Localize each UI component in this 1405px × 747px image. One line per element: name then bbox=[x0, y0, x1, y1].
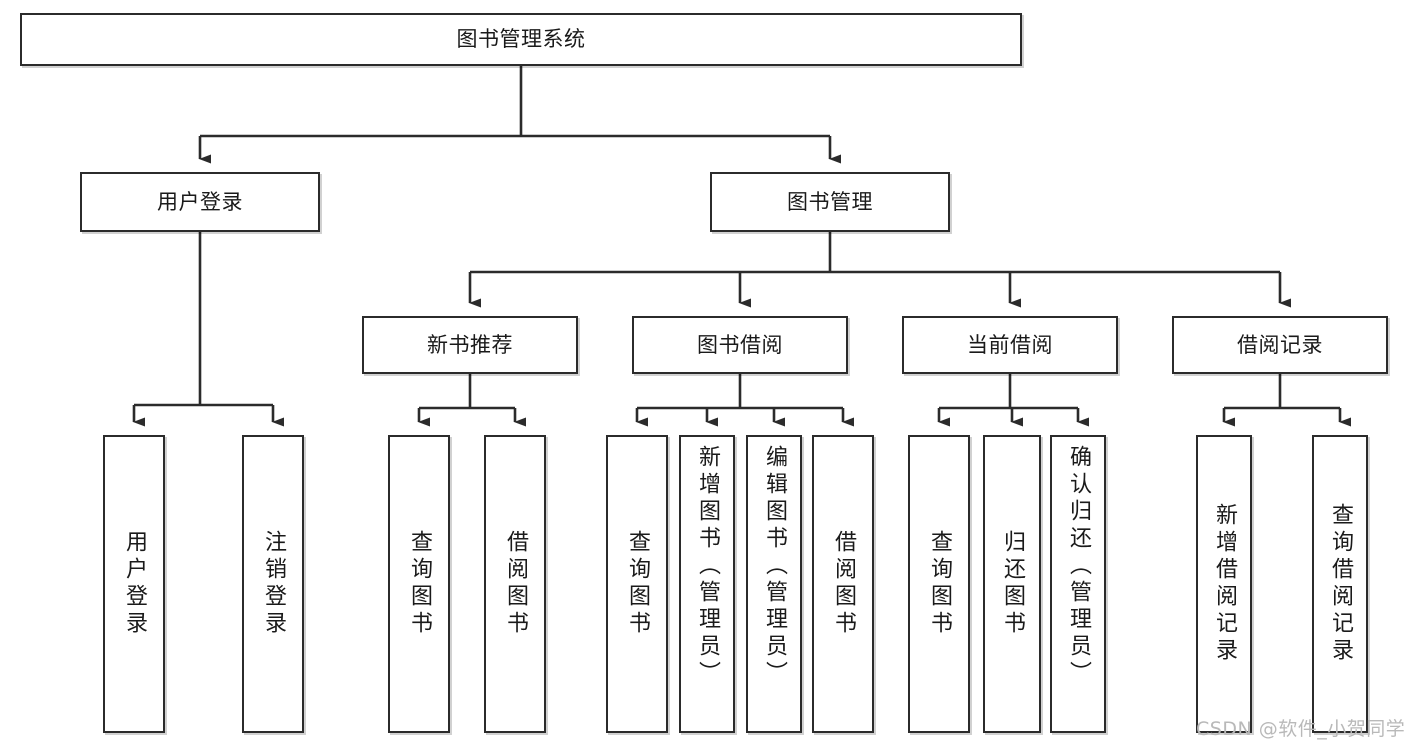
node-leaf-query-book-2[interactable]: 查询图书 bbox=[606, 435, 668, 733]
node-leaf-confirm-return-admin[interactable]: 确认归还（管理员） bbox=[1050, 435, 1106, 733]
node-label: 借阅图书 bbox=[831, 530, 856, 638]
node-label: 新书推荐 bbox=[427, 332, 513, 357]
node-leaf-query-book-3[interactable]: 查询图书 bbox=[908, 435, 970, 733]
node-leaf-edit-book-admin[interactable]: 编辑图书（管理员） bbox=[746, 435, 802, 733]
node-leaf-borrow-book-2[interactable]: 借阅图书 bbox=[812, 435, 874, 733]
node-label: 新增借阅记录 bbox=[1212, 503, 1237, 665]
node-label: 查询图书 bbox=[625, 530, 650, 638]
node-label: 图书管理 bbox=[787, 189, 873, 214]
node-label: 归还图书 bbox=[1000, 530, 1025, 638]
node-label: 用户登录 bbox=[122, 530, 147, 638]
node-borrow-record[interactable]: 借阅记录 bbox=[1172, 316, 1388, 374]
node-leaf-logout[interactable]: 注销登录 bbox=[242, 435, 304, 733]
connector-paths bbox=[132, 66, 1351, 427]
node-label: 借阅记录 bbox=[1237, 332, 1323, 357]
node-label: 图书管理系统 bbox=[456, 27, 586, 52]
node-label: 查询借阅记录 bbox=[1328, 503, 1353, 665]
node-label: 新增图书（管理员） bbox=[695, 445, 720, 688]
node-leaf-add-book-admin[interactable]: 新增图书（管理员） bbox=[679, 435, 735, 733]
node-leaf-query-book-1[interactable]: 查询图书 bbox=[388, 435, 450, 733]
node-book-borrow[interactable]: 图书借阅 bbox=[632, 316, 848, 374]
node-leaf-return-book[interactable]: 归还图书 bbox=[983, 435, 1041, 733]
node-label: 图书借阅 bbox=[697, 332, 783, 357]
node-label: 查询图书 bbox=[927, 530, 952, 638]
node-leaf-add-borrow-record[interactable]: 新增借阅记录 bbox=[1196, 435, 1252, 733]
node-new-book-recommend[interactable]: 新书推荐 bbox=[362, 316, 578, 374]
node-label: 用户登录 bbox=[157, 189, 243, 214]
node-leaf-user-login[interactable]: 用户登录 bbox=[103, 435, 165, 733]
node-label: 注销登录 bbox=[261, 530, 286, 638]
node-book-management[interactable]: 图书管理 bbox=[710, 172, 950, 232]
node-label: 借阅图书 bbox=[503, 530, 528, 638]
node-leaf-borrow-book-1[interactable]: 借阅图书 bbox=[484, 435, 546, 733]
node-user-login[interactable]: 用户登录 bbox=[80, 172, 320, 232]
node-label: 查询图书 bbox=[407, 530, 432, 638]
node-current-borrow[interactable]: 当前借阅 bbox=[902, 316, 1118, 374]
node-root[interactable]: 图书管理系统 bbox=[20, 13, 1022, 66]
node-leaf-query-borrow-record[interactable]: 查询借阅记录 bbox=[1312, 435, 1368, 733]
watermark-label: CSDN @软件_小贺同学 bbox=[1196, 718, 1405, 740]
node-label: 编辑图书（管理员） bbox=[762, 445, 787, 688]
node-label: 确认归还（管理员） bbox=[1066, 445, 1091, 688]
node-label: 当前借阅 bbox=[967, 332, 1053, 357]
